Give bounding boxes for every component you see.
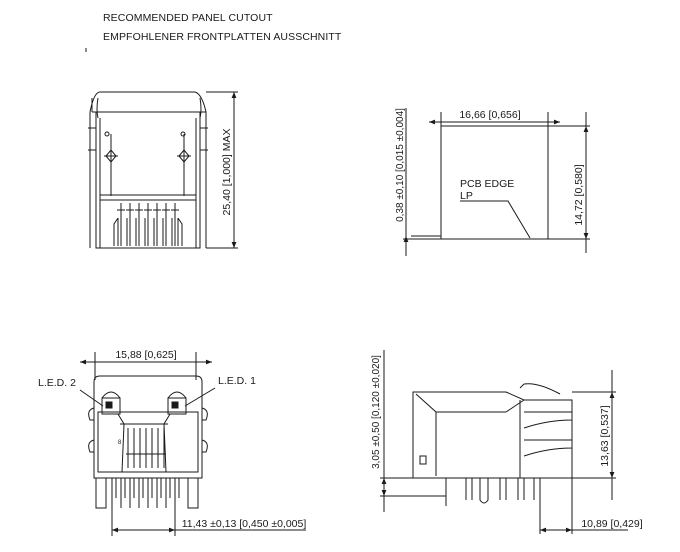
bottom-front-view: 8 — [79, 352, 306, 536]
led-window-right — [167, 391, 187, 415]
svg-text:8: 8 — [118, 440, 122, 446]
side-view — [380, 350, 628, 534]
cutout-width-dim: 16,66 [0,656] — [459, 109, 520, 121]
contact-pins — [113, 203, 183, 246]
bottom-width-dim: 15,88 [0,625] — [115, 349, 176, 361]
led1-label: L.E.D. 1 — [218, 375, 256, 387]
side-legs — [445, 478, 541, 506]
lp-label: LP — [460, 190, 473, 202]
side-left-height-dim: 3,05 ±0,50 [0,120 ±0,020] — [371, 355, 382, 469]
panel-cutout — [403, 108, 590, 256]
led-pin-right — [177, 134, 191, 196]
cutout-height-dim: 14,72 [0,580] — [573, 164, 585, 225]
cutout-gap-dim: 0,38 ±0,10 [0,015 ±0,004] — [395, 108, 406, 222]
jack-contacts — [126, 428, 166, 468]
pin-spacing-dim: 11,43 ±0,13 [0,450 ±0,005] — [182, 518, 307, 530]
pcb-edge-label: PCB EDGE — [460, 178, 514, 190]
title-english: RECOMMENDED PANEL CUTOUT — [103, 12, 273, 24]
title-german: EMPFOHLENER FRONTPLATTEN AUSSCHNITT — [103, 31, 342, 43]
led-window-left — [101, 391, 121, 415]
side-right-height-dim: 13,63 [0,537] — [599, 405, 611, 466]
led2-label: L.E.D. 2 — [38, 377, 76, 389]
front-view — [85, 48, 238, 249]
bottom-legs — [95, 477, 199, 509]
side-depth-dim: 10,89 [0,429] — [581, 518, 642, 530]
led-pin-left — [104, 134, 118, 196]
front-view-height-dim: 25,40 [1,000] MAX — [221, 129, 233, 216]
